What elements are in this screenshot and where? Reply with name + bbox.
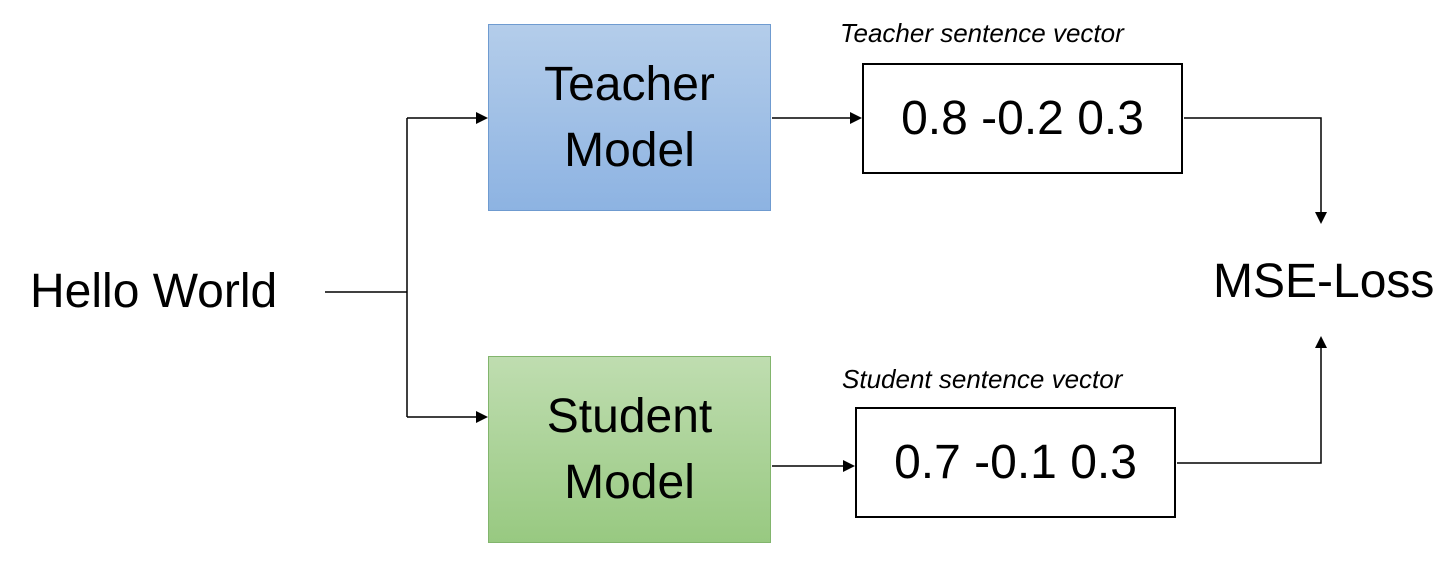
student-vector-values: 0.7 -0.1 0.3	[894, 436, 1137, 489]
student-model-label-line1: Student	[546, 389, 713, 443]
student-vector-box: 0.7 -0.1 0.3	[855, 407, 1176, 518]
student-vector-caption: Student sentence vector	[842, 364, 1123, 394]
teacher-model-label-line2: Model	[564, 123, 695, 177]
teacher-model-label-line1: Teacher	[544, 57, 715, 111]
teacher-vector-caption: Teacher sentence vector	[840, 18, 1124, 48]
input-sentence: Hello World	[30, 265, 278, 318]
arrow-student-vector-to-loss	[1177, 336, 1327, 464]
teacher-model-box: Teacher Model	[488, 24, 771, 211]
student-model-box: Student Model	[488, 356, 771, 543]
arrow-teacher-vector-to-loss	[1184, 117, 1327, 224]
teacher-vector-box: 0.8 -0.2 0.3	[862, 63, 1183, 174]
mse-loss-label: MSE-Loss	[1213, 255, 1435, 308]
teacher-vector-values: 0.8 -0.2 0.3	[901, 92, 1144, 145]
student-model-label-line2: Model	[564, 455, 695, 509]
